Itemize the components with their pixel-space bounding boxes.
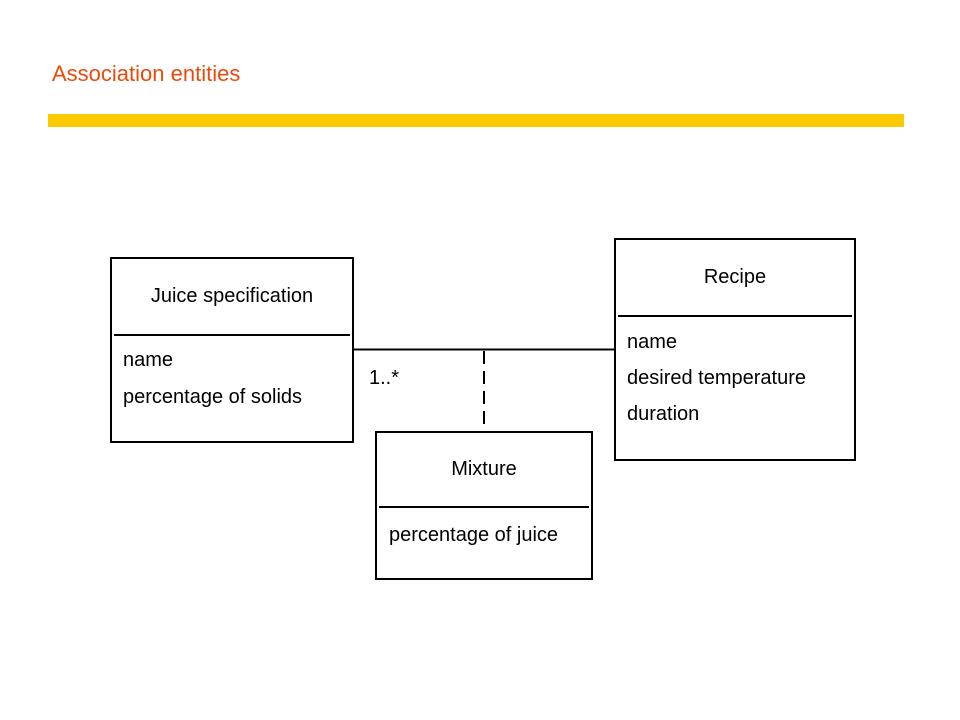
attribute: desired temperature: [627, 367, 806, 389]
attribute: percentage of solids: [123, 386, 303, 408]
attribute: name: [627, 331, 678, 353]
attribute: duration: [627, 403, 700, 425]
entity-mixture: Mixture percentage of juice: [375, 431, 593, 580]
entity-name: Juice specification: [150, 285, 314, 307]
attribute: percentage of juice: [389, 524, 559, 546]
entity-divider: [379, 506, 589, 508]
entity-attributes: name percentage of solids: [123, 342, 302, 416]
slide-title: Association entities: [52, 61, 241, 86]
entity-divider: [618, 315, 852, 317]
entity-attributes: name desired temperature duration: [627, 324, 806, 432]
entity-recipe: Recipe name desired temperature duration: [614, 238, 856, 461]
entity-name: Recipe: [703, 266, 767, 288]
multiplicity-label: 1..*: [369, 367, 400, 389]
title-underline-bar: [48, 114, 904, 127]
entity-juice-specification: Juice specification name percentage of s…: [110, 257, 354, 443]
entity-attributes: percentage of juice: [389, 517, 558, 554]
entity-name: Mixture: [451, 458, 517, 480]
attribute: name: [123, 349, 174, 371]
entity-divider: [114, 334, 350, 336]
